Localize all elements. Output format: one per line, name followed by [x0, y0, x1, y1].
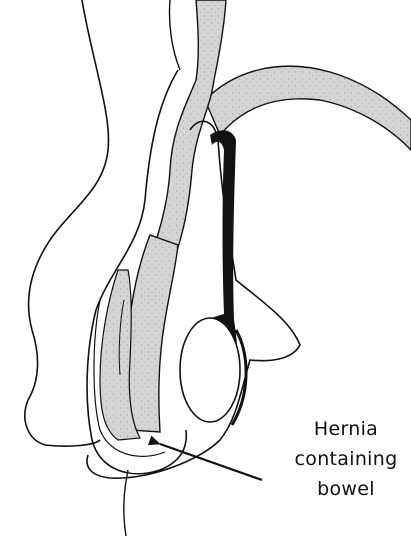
annotation-label-line3: bowel [286, 476, 406, 502]
bowel-loop-mid [127, 235, 178, 432]
leg-line [124, 470, 128, 536]
spermatic-cord [205, 66, 411, 150]
testis [180, 318, 240, 422]
upper-line [169, 0, 180, 70]
body-outline [25, 0, 109, 446]
annotation-label-line2: containing [286, 446, 406, 472]
annotation-arrow [160, 444, 262, 480]
annotation-label-line1: Hernia [286, 416, 406, 442]
